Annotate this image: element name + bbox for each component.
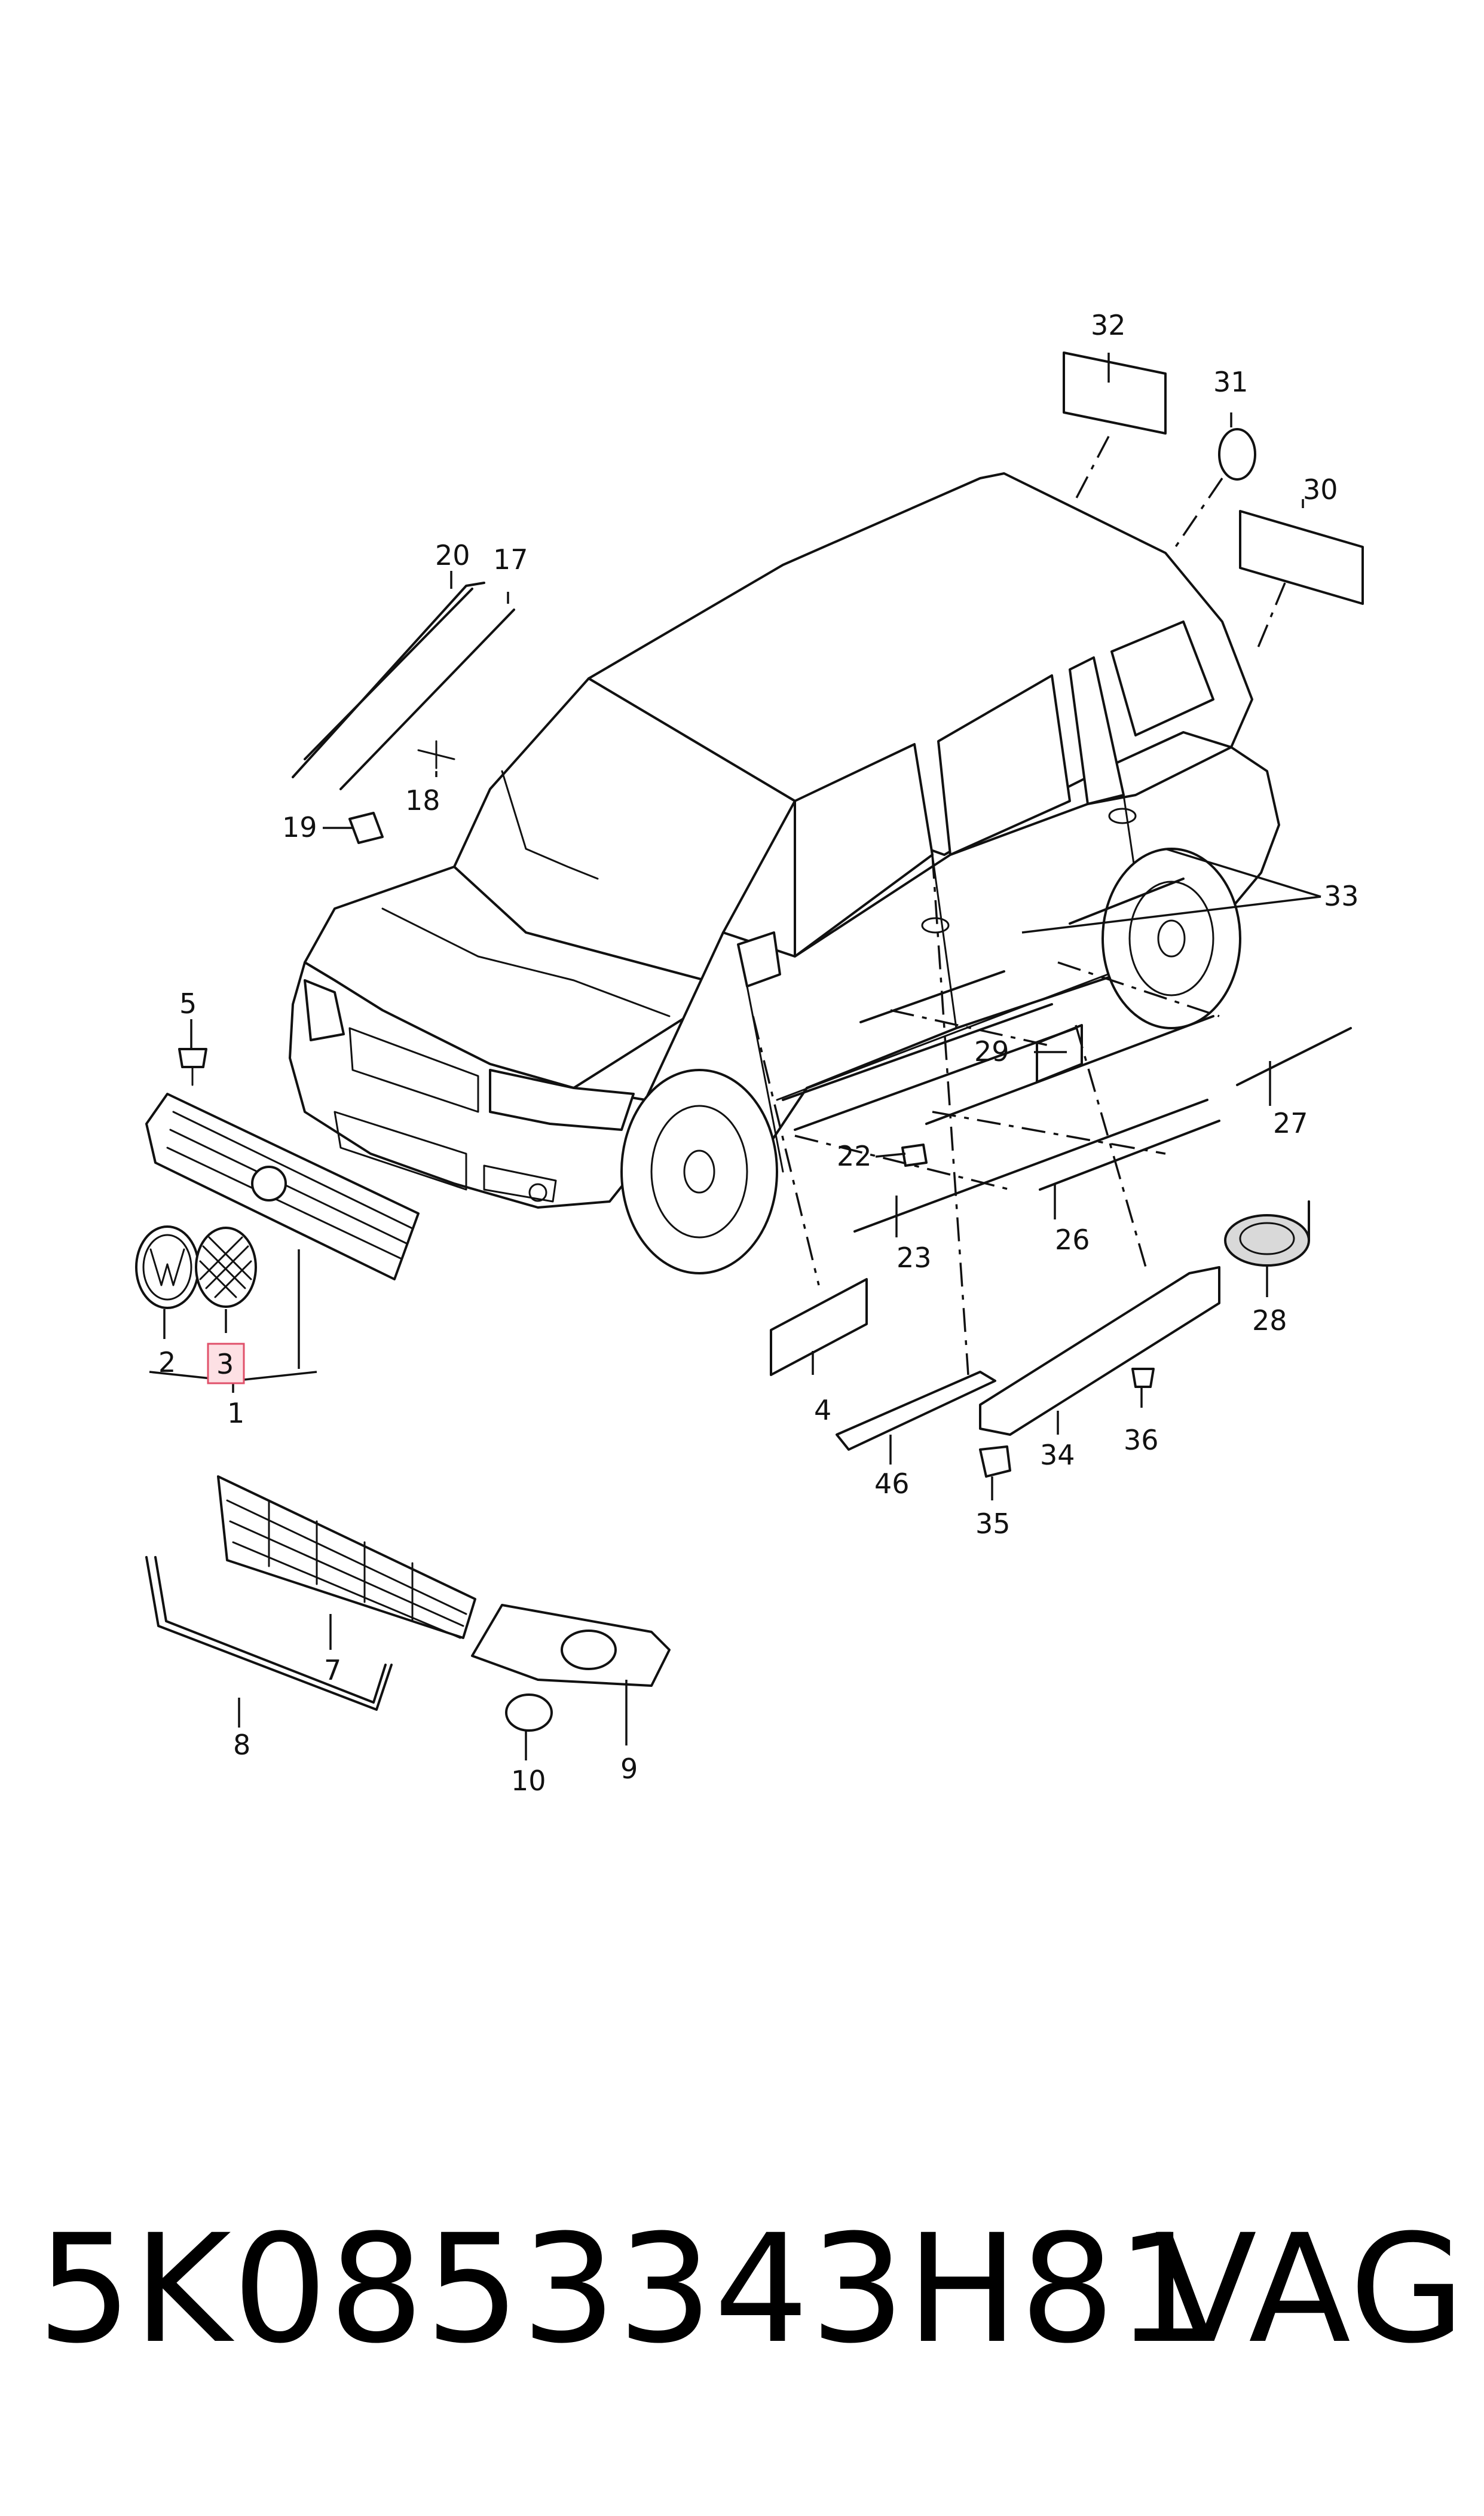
part-36-screw [1131, 1368, 1155, 1388]
callout-20: 20 [435, 539, 470, 571]
callout-27: 27 [1273, 1107, 1308, 1139]
leader-lines [149, 353, 1321, 1760]
part-23-sill-strip [853, 1099, 1208, 1233]
callout-32: 32 [1091, 309, 1126, 341]
callout-2: 2 [158, 1346, 176, 1378]
part-30-label [1239, 510, 1364, 605]
callout-35: 35 [975, 1508, 1011, 1540]
part-3-mesh-insert [195, 1227, 257, 1308]
callout-1: 1 [227, 1397, 244, 1429]
callout-19: 19 [282, 811, 317, 843]
part-31-ring [1218, 428, 1256, 481]
callout-4: 4 [814, 1394, 831, 1426]
part-7-lower-grille [217, 1475, 476, 1639]
callout-33: 33 [1324, 880, 1359, 912]
callout-9: 9 [620, 1753, 638, 1785]
callout-46: 46 [874, 1468, 910, 1500]
part-5-screw [178, 1048, 207, 1068]
callout-30: 30 [1303, 473, 1338, 506]
callout-31: 31 [1213, 366, 1249, 398]
callout-labels: 32 31 30 20 17 18 19 33 5 29 27 22 26 23… [158, 309, 1359, 1797]
part-19-clip [348, 812, 384, 844]
part-46-sill-plate [836, 1371, 996, 1451]
callout-8: 8 [233, 1729, 250, 1761]
part-32-label [1063, 351, 1167, 435]
part-35-clip [979, 1445, 1011, 1478]
callout-26: 26 [1055, 1224, 1090, 1256]
part-22-screw [901, 1144, 928, 1167]
callout-10: 10 [511, 1765, 546, 1797]
callout-17: 17 [493, 543, 528, 576]
callout-5: 5 [179, 988, 197, 1020]
part-number-caption: 5K0853343H81 VAG [37, 2200, 1465, 2379]
part-20-roof-molding [292, 582, 485, 778]
callout-22: 22 [837, 1140, 872, 1172]
callout-18: 18 [405, 784, 440, 817]
part-28-tape-roll [1224, 1200, 1310, 1267]
part-20-roof-molding [304, 588, 473, 760]
callout-28: 28 [1252, 1304, 1287, 1337]
callout-7: 7 [324, 1654, 341, 1686]
part-27-strip [1236, 1027, 1352, 1086]
highlight-box-3 [207, 1343, 245, 1384]
part-34-sill-cover [979, 1266, 1220, 1436]
part-2-emblem [135, 1225, 200, 1309]
part-26-strip [1039, 1120, 1220, 1191]
part-9-fog-lamp-cover [471, 1604, 671, 1687]
part-8-trim-strip [145, 1556, 393, 1711]
part-10-ring [505, 1693, 553, 1732]
callout-34: 34 [1040, 1439, 1075, 1471]
part-33-door-molding [859, 970, 1005, 1023]
part-33-door-molding [1069, 878, 1185, 925]
part-18-clip [417, 740, 455, 769]
callout-36: 36 [1124, 1424, 1159, 1456]
brand-label: VAG [1155, 2202, 1467, 2376]
part-1-radiator-grille [145, 1093, 420, 1280]
part-4-sticker [770, 1278, 868, 1376]
part-17-roof-strip [339, 609, 515, 790]
callout-3: 3 [216, 1348, 234, 1380]
part-number: 5K0853343H81 [37, 2202, 1213, 2376]
callout-23: 23 [896, 1242, 932, 1274]
callout-29: 29 [974, 1035, 1009, 1068]
vehicle-outline [289, 472, 1280, 1274]
